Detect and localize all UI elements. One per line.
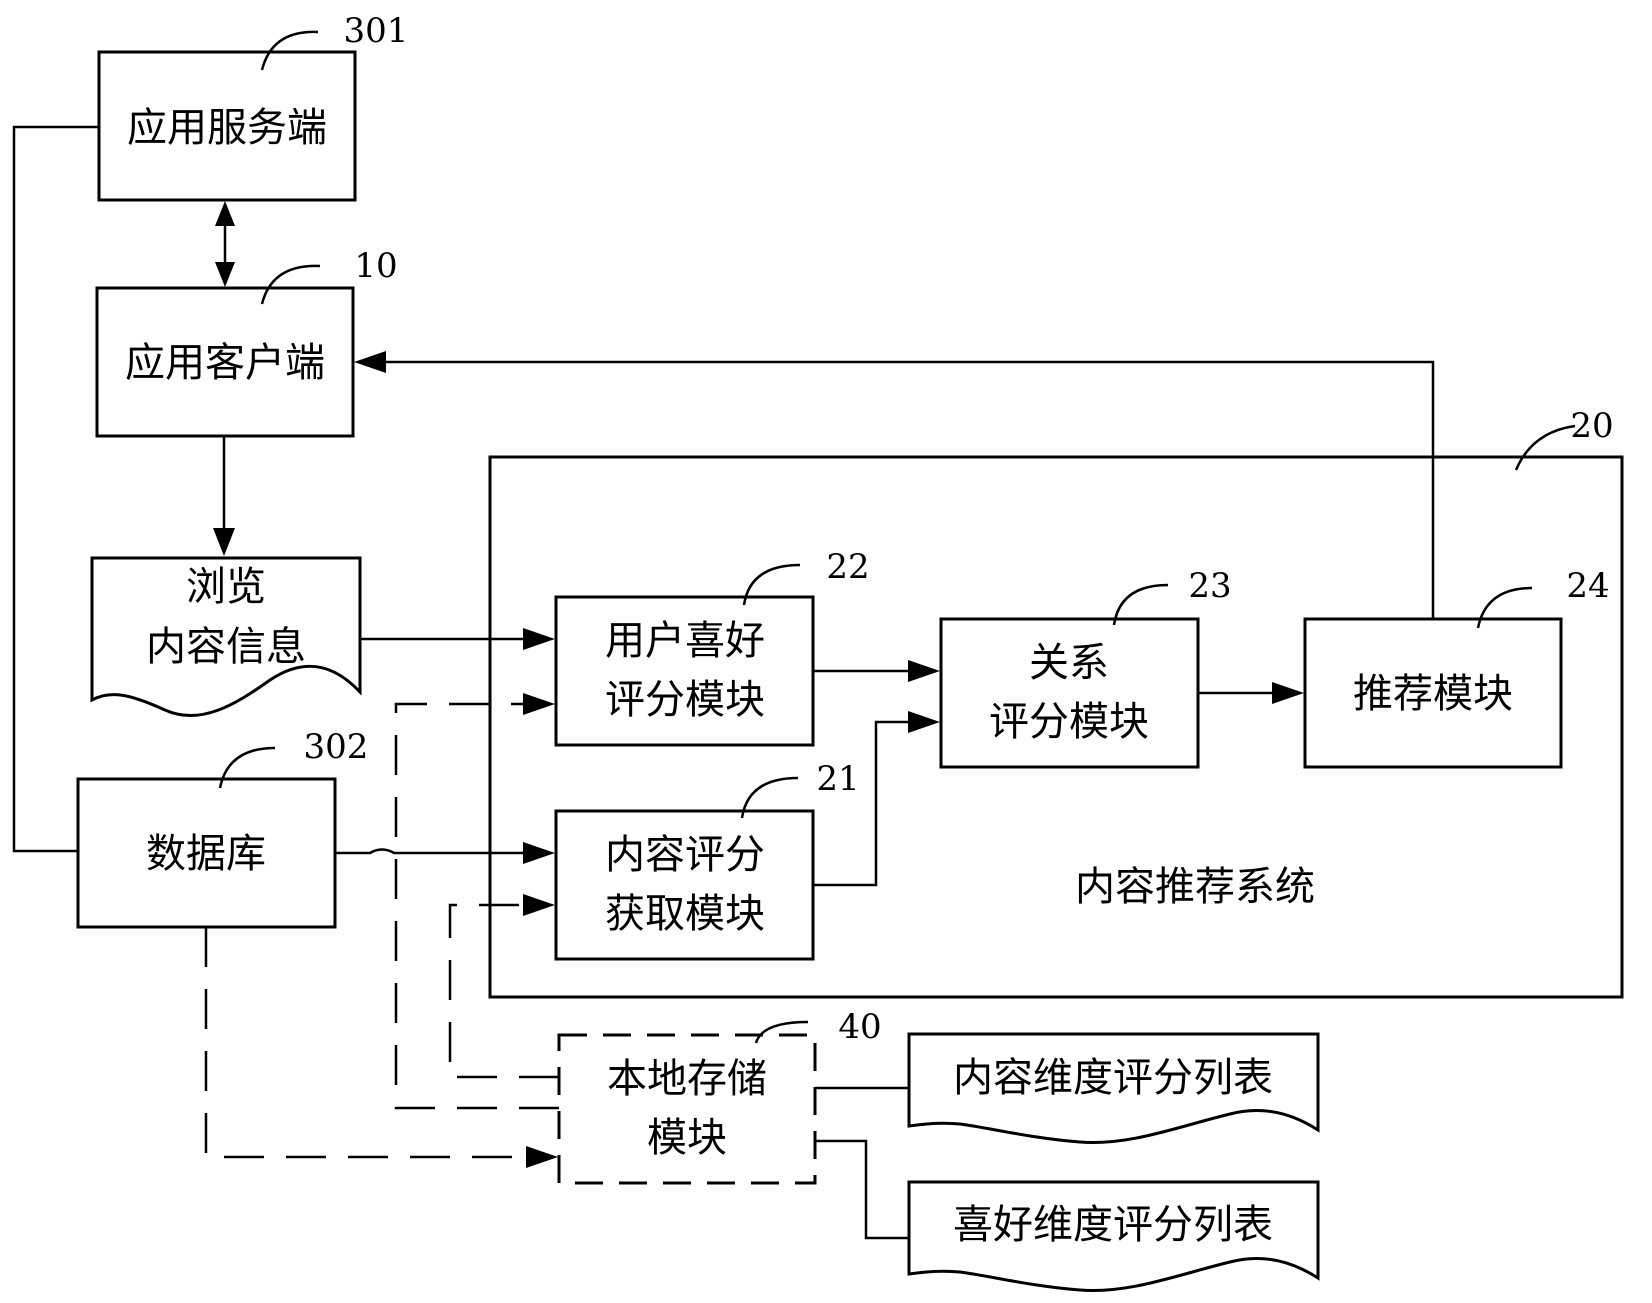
system-ref: 20 bbox=[1570, 406, 1613, 446]
preference-list-label: 喜好维度评分列表 bbox=[953, 1202, 1273, 1248]
database-box: 数据库 302 bbox=[76, 727, 369, 929]
recommend-module-ref: 24 bbox=[1566, 566, 1609, 606]
database-to-content-arrow bbox=[335, 842, 555, 864]
relation-to-recommend-arrow bbox=[1198, 682, 1304, 704]
relation-module-line1: 关系 bbox=[1029, 640, 1109, 686]
browse-info-line2: 内容信息 bbox=[146, 624, 306, 670]
preference-to-relation-arrow bbox=[813, 660, 940, 682]
local-storage-line1: 本地存储 bbox=[607, 1056, 767, 1102]
storage-to-content-dashed-arrow bbox=[448, 894, 559, 1079]
user-preference-scoring-module: 用户喜好 评分模块 22 bbox=[554, 547, 870, 747]
content-list-label: 内容维度评分列表 bbox=[953, 1055, 1273, 1101]
local-storage-module: 本地存储 模块 40 bbox=[557, 1007, 882, 1185]
preference-module-ref: 22 bbox=[826, 547, 869, 587]
local-storage-ref: 40 bbox=[838, 1007, 881, 1047]
storage-to-preference-list-line bbox=[815, 1139, 909, 1240]
browse-to-preference-arrow bbox=[360, 628, 555, 650]
app-client-label: 应用客户端 bbox=[125, 340, 325, 386]
app-server-label: 应用服务端 bbox=[127, 105, 327, 151]
database-ref: 302 bbox=[304, 727, 369, 767]
relation-scoring-module: 关系 评分模块 23 bbox=[939, 566, 1232, 769]
database-to-storage-dashed-arrow bbox=[204, 927, 558, 1168]
storage-to-preference-dashed-arrow bbox=[394, 693, 559, 1110]
recommend-module-label: 推荐模块 bbox=[1353, 671, 1513, 717]
browse-content-info-document: 浏览 内容信息 bbox=[90, 556, 362, 718]
database-label: 数据库 bbox=[146, 831, 266, 877]
recommendation-module: 推荐模块 24 bbox=[1303, 566, 1610, 769]
system-label: 内容推荐系统 bbox=[1075, 864, 1315, 910]
browse-info-line1: 浏览 bbox=[186, 564, 266, 610]
content-module-line2: 获取模块 bbox=[605, 891, 765, 937]
content-module-ref: 21 bbox=[816, 759, 859, 799]
content-to-relation-arrow bbox=[813, 711, 940, 887]
content-dimension-score-list: 内容维度评分列表 bbox=[907, 1032, 1320, 1145]
content-module-line1: 内容评分 bbox=[605, 832, 765, 878]
relation-module-line2: 评分模块 bbox=[989, 699, 1149, 745]
local-storage-line2: 模块 bbox=[647, 1115, 727, 1161]
relation-module-ref: 23 bbox=[1188, 566, 1231, 606]
client-to-browse-arrow bbox=[213, 436, 235, 556]
content-score-acquisition-module: 内容评分 获取模块 21 bbox=[554, 759, 860, 961]
server-client-double-arrow bbox=[215, 201, 235, 287]
app-server-box: 应用服务端 301 bbox=[97, 11, 409, 202]
app-client-ref: 10 bbox=[354, 246, 397, 286]
preference-module-line2: 评分模块 bbox=[605, 677, 765, 723]
recommend-to-client-arrow bbox=[354, 351, 1435, 619]
server-database-line bbox=[12, 125, 99, 853]
app-client-box: 应用客户端 10 bbox=[95, 246, 398, 438]
preference-dimension-score-list: 喜好维度评分列表 bbox=[907, 1180, 1320, 1293]
preference-module-line1: 用户喜好 bbox=[605, 618, 765, 664]
app-server-ref: 301 bbox=[344, 11, 409, 51]
